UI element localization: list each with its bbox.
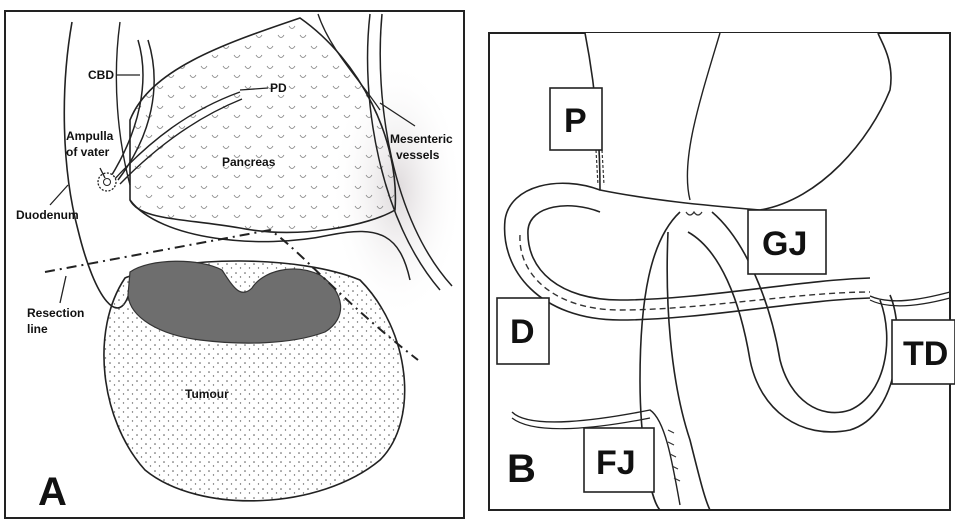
box-gj-label: GJ: [762, 225, 807, 263]
resection-label-line1: Resection: [27, 306, 84, 320]
box-d-label: D: [510, 313, 535, 351]
ampulla-of-vater: [98, 173, 116, 191]
resection-label-line2: line: [27, 322, 48, 336]
box-td: TD: [892, 320, 955, 384]
box-td-label: TD: [903, 335, 948, 373]
mesenteric-label-line1: Mesenteric: [390, 132, 453, 146]
panel-a: CBD PD Ampulla of vater Pancreas Mesente…: [5, 11, 464, 518]
duodenum-label: Duodenum: [16, 208, 79, 222]
cbd-label: CBD: [88, 68, 114, 82]
panel-a-label: A: [38, 470, 67, 514]
ampulla-label-line1: Ampulla: [66, 129, 114, 143]
mesenteric-label-line2: vessels: [396, 148, 440, 162]
box-fj: FJ: [584, 428, 654, 492]
ampulla-label-line2: of vater: [66, 145, 110, 159]
box-fj-label: FJ: [596, 444, 636, 482]
tumour-label: Tumour: [185, 387, 229, 401]
panel-b-label: B: [507, 447, 536, 491]
pancreas-label: Pancreas: [222, 155, 276, 169]
panel-b: P GJ D TD FJ B: [489, 33, 955, 510]
box-d: D: [497, 298, 549, 364]
box-p: P: [550, 88, 602, 150]
box-gj: GJ: [748, 210, 826, 274]
pd-label: PD: [270, 81, 287, 95]
box-p-label: P: [564, 102, 587, 140]
